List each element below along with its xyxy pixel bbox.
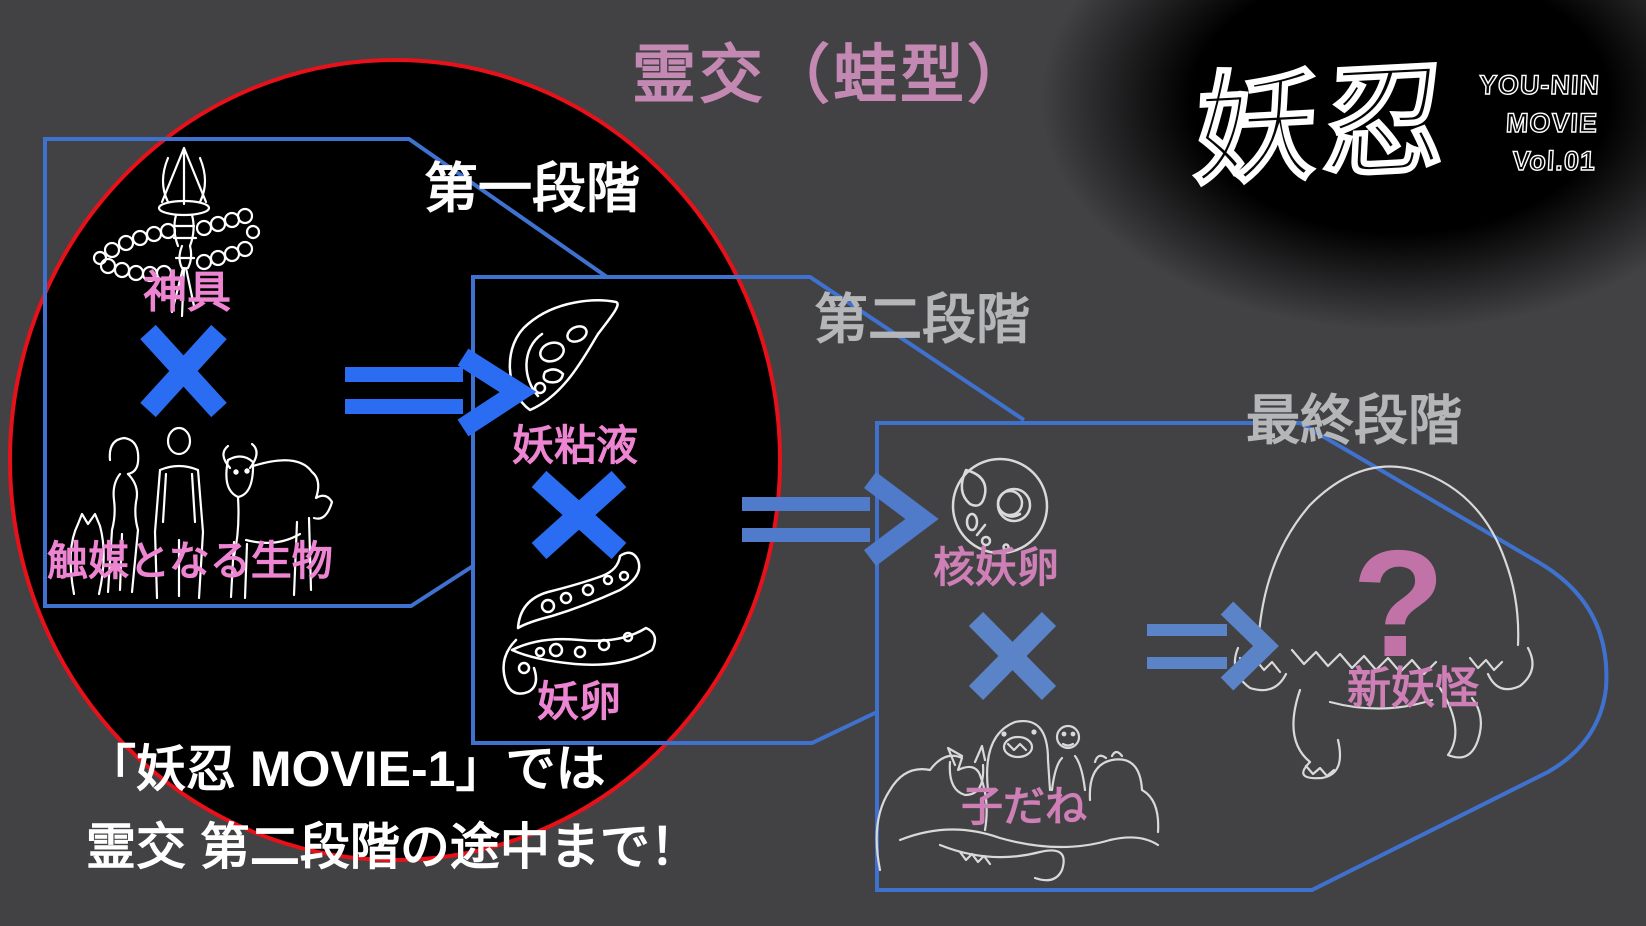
- logo-line-vol: Vol.01: [1511, 145, 1598, 176]
- stage-label-final: 最終段階: [1246, 391, 1462, 451]
- footnote-line-2: 霊交 第二段階の途中まで！: [86, 819, 700, 875]
- catalyst-creatures-drawing: [69, 426, 334, 600]
- yokai-egg-drawing: [502, 551, 657, 695]
- logo-line-younin: YOU-NIN: [1478, 69, 1602, 100]
- final-stage-outline: [875, 421, 1609, 892]
- logo-line-movie: MOVIE: [1504, 107, 1599, 138]
- younin-logo-kanji: 妖忍: [1190, 49, 1457, 201]
- arrow-operator-1: [345, 348, 537, 437]
- page-title: 霊交（蛙型）: [632, 39, 1034, 111]
- stage-label-second: 第二段階: [814, 290, 1030, 350]
- node-label-new-yokai: 新妖怪: [1347, 664, 1479, 713]
- arrow-operator-3: [1147, 601, 1279, 691]
- node-label-yokai-egg: 妖卵: [537, 678, 622, 725]
- stage-outlines: [43, 137, 1609, 892]
- arrow-operator-2: [742, 472, 939, 566]
- cross-operator-3: [968, 611, 1057, 701]
- unknown-question-mark: ?: [1352, 519, 1445, 689]
- core-egg-drawing: [951, 457, 1049, 555]
- footnote-line-1: 「妖忍 MOVIE-1」では: [86, 741, 606, 797]
- younin-logo-text: YOU-NIN MOVIE Vol.01: [1449, 66, 1602, 180]
- ritual-tool-drawing: [92, 146, 261, 318]
- node-label-offspring-seed: 子だね: [961, 783, 1088, 830]
- node-label-catalyst-creatures: 触媒となる生物: [47, 538, 333, 584]
- first-stage-circle: [8, 58, 782, 862]
- node-label-yokai-slime: 妖粘液: [512, 422, 639, 469]
- node-label-ritual-tool: 神具: [143, 268, 231, 317]
- cross-operator-1: [140, 324, 227, 418]
- logo-black-blob: [1040, 0, 1646, 330]
- stage-two-outline: [471, 275, 1026, 745]
- stage-label-first: 第一段階: [424, 159, 640, 219]
- offspring-seed-drawing: [875, 719, 1160, 882]
- stage-one-outline: [43, 137, 609, 608]
- node-label-core-yokai-egg: 核妖卵: [933, 544, 1060, 591]
- cross-operator-2: [531, 470, 627, 560]
- new-yokai-drawing: [1233, 465, 1534, 780]
